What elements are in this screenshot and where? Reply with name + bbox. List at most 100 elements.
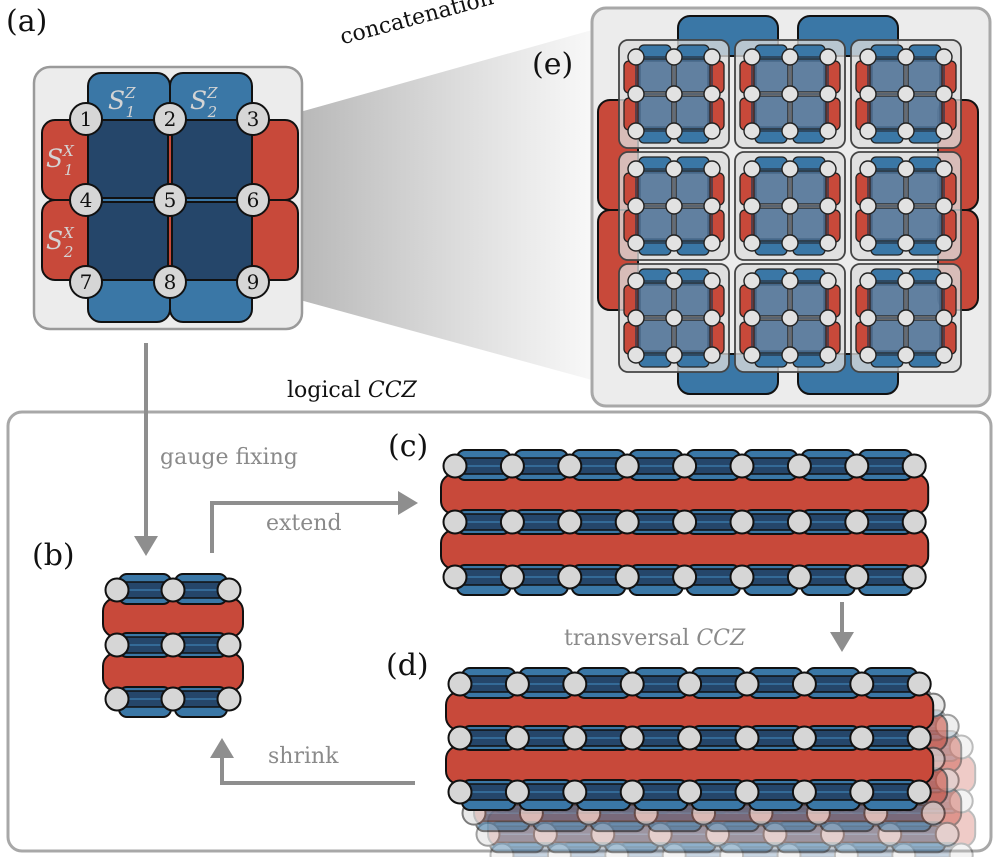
qubit (819, 122, 837, 140)
plaquette (87, 119, 169, 199)
plaquette (753, 282, 789, 317)
qubit: 5 (153, 183, 187, 217)
svg-text:9: 9 (247, 270, 260, 294)
plaquette (869, 95, 905, 130)
plaquette (677, 846, 729, 857)
qubit (499, 509, 525, 535)
qubit: 6 (236, 183, 270, 217)
qubit (665, 234, 683, 252)
qubit (935, 272, 953, 290)
qubit (781, 48, 799, 66)
inner-block (734, 263, 846, 373)
qubit (819, 48, 837, 66)
arrow-shrink (220, 755, 415, 785)
qubit (627, 309, 645, 327)
code-layer (445, 667, 935, 811)
qubit (627, 160, 645, 178)
panel-label-b: (b) (32, 538, 75, 573)
plaquette (869, 207, 905, 242)
qubit (703, 234, 721, 252)
z-stabilizer (617, 842, 674, 857)
qubit (562, 779, 588, 805)
zoom-funnel (300, 30, 592, 380)
plaquette (637, 282, 673, 317)
plaquette (675, 207, 711, 242)
qubit (849, 725, 875, 751)
x-stabilizer (445, 691, 935, 731)
qubit (781, 85, 799, 103)
inner-block (618, 263, 730, 373)
plaquette (637, 58, 673, 93)
qubit (781, 160, 799, 178)
arrowhead (210, 738, 234, 758)
svg-text:6: 6 (247, 188, 260, 212)
qubit (948, 734, 974, 760)
panel-label-d: (d) (386, 648, 429, 683)
qubit (504, 779, 530, 805)
qubit (935, 346, 953, 364)
qubit (844, 564, 870, 590)
inner-block (618, 151, 730, 261)
svg-text:3: 3 (247, 107, 260, 131)
qubit (627, 234, 645, 252)
label-shrink: shrink (268, 744, 339, 769)
qubit (743, 309, 761, 327)
plaquette (637, 319, 673, 354)
qubit: 8 (153, 265, 187, 299)
qubit (849, 671, 875, 697)
qubit (786, 509, 812, 535)
label-gauge-fixing: gauge fixing (160, 445, 298, 470)
plaquette (753, 58, 789, 93)
qubit (562, 725, 588, 751)
qubit (703, 122, 721, 140)
qubit (499, 453, 525, 479)
qubit (557, 509, 583, 535)
qubit (743, 48, 761, 66)
plaquette (869, 319, 905, 354)
x-stabilizer (102, 652, 244, 692)
plaquette (675, 95, 711, 130)
qubit (614, 564, 640, 590)
qubit (447, 725, 473, 751)
arrows (144, 343, 844, 785)
qubit (729, 509, 755, 535)
qubit (901, 564, 927, 590)
qubit (665, 85, 683, 103)
qubit (781, 122, 799, 140)
qubit (614, 509, 640, 535)
qubit (703, 197, 721, 215)
qubit (665, 346, 683, 364)
inner-block (850, 39, 962, 149)
qubit (614, 453, 640, 479)
svg-text:4: 4 (80, 188, 93, 212)
svg-text:2: 2 (164, 107, 177, 131)
qubit (781, 197, 799, 215)
qubit (819, 160, 837, 178)
panel-b-code (102, 573, 244, 718)
qubit: 1 (69, 102, 103, 136)
plaquette (907, 282, 943, 317)
qubit: 2 (153, 102, 187, 136)
inner-block (850, 263, 962, 373)
qubit (743, 197, 761, 215)
plaquette (791, 207, 827, 242)
x-stabilizer (440, 473, 930, 515)
qubit (897, 197, 915, 215)
qubit (557, 564, 583, 590)
plaquette (637, 207, 673, 242)
qubit (504, 671, 530, 697)
qubit (216, 577, 242, 603)
qubit (935, 85, 953, 103)
qubit (743, 346, 761, 364)
plaquette (791, 282, 827, 317)
qubit (216, 686, 242, 712)
qubit (897, 272, 915, 290)
qubit (935, 122, 953, 140)
plaquette (620, 846, 671, 857)
qubit (442, 564, 468, 590)
qubit (677, 671, 703, 697)
panel-label-a: (a) (6, 4, 48, 39)
qubit (489, 842, 515, 857)
